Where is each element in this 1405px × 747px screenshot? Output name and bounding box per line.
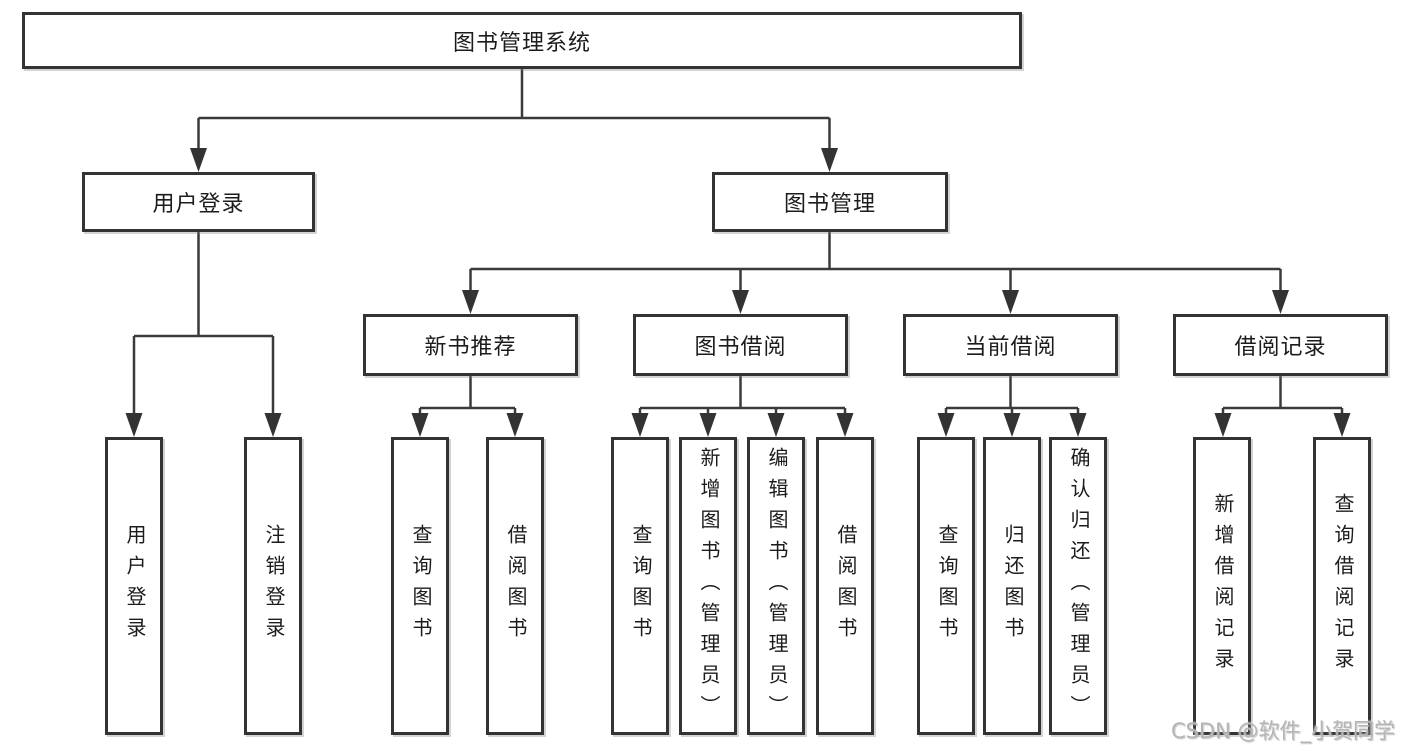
node-book-management: 图书管理 [712,172,948,232]
node-new-book-recommend: 新书推荐 [363,314,578,376]
leaf-rec-borrow-book: 借阅图书 [486,437,544,735]
leaf-logout: 注销登录 [244,437,302,735]
node-current-borrow: 当前借阅 [903,314,1118,376]
leaf-cb-return-book: 归还图书 [983,437,1041,735]
leaf-br-add-record: 新增借阅记录 [1193,437,1251,735]
leaf-rec-query-book: 查询图书 [391,437,449,735]
leaf-bb-edit-book-admin: 编辑图书（管理员） [747,437,805,735]
leaf-bb-borrow-book: 借阅图书 [816,437,874,735]
arrowheads [125,148,1351,437]
leaf-bb-query-book: 查询图书 [611,437,669,735]
node-user-login: 用户登录 [82,172,315,232]
leaf-cb-query-book: 查询图书 [917,437,975,735]
leaf-cb-confirm-return-admin: 确认归还（管理员） [1049,437,1107,735]
leaf-bb-add-book-admin: 新增图书（管理员） [679,437,737,735]
csdn-watermark: CSDN @软件_小贺同学 [1170,719,1395,743]
node-root-system: 图书管理系统 [22,12,1022,69]
node-borrow-records: 借阅记录 [1173,314,1388,376]
leaf-user-login: 用户登录 [105,437,163,735]
leaf-br-query-record: 查询借阅记录 [1313,437,1371,735]
node-book-borrow: 图书借阅 [633,314,848,376]
